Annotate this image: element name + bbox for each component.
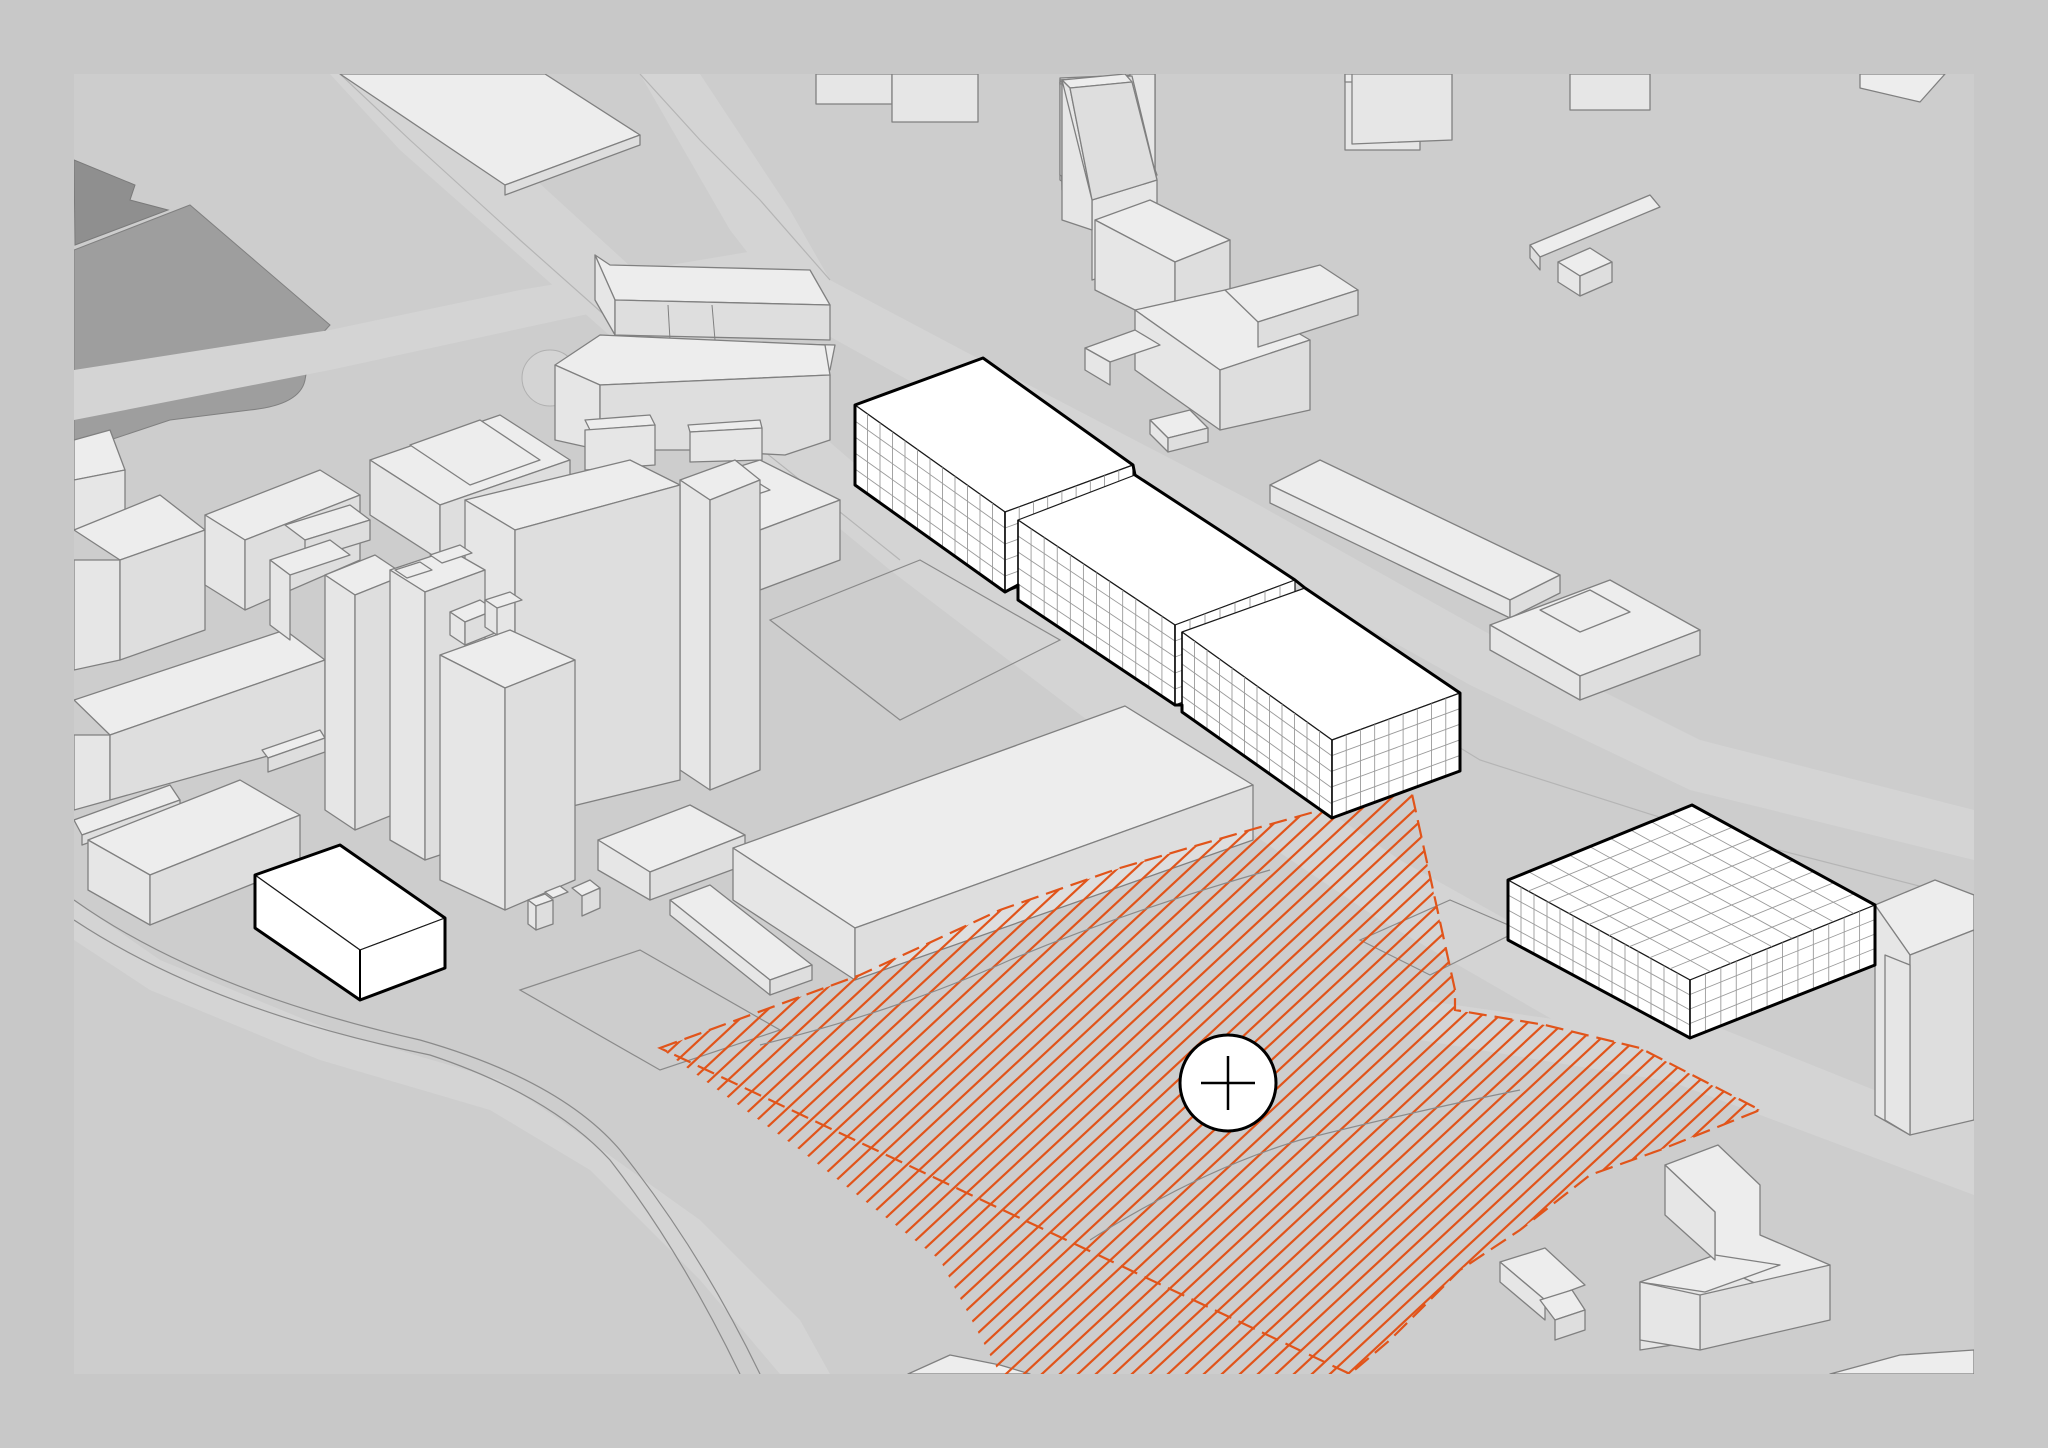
highlighted-building-right-block	[1506, 803, 1877, 1040]
grid-line	[1548, 862, 1732, 964]
context-building-left-mid-small	[269, 504, 371, 641]
context-building-left-bottom	[87, 779, 301, 926]
hatch-line	[2022, 749, 2048, 1400]
grid-line	[1671, 812, 1854, 914]
facade-grid	[1181, 641, 1461, 813]
hatch-line	[1265, 785, 1760, 1374]
chain-outline	[853, 356, 1462, 820]
grid-line	[1630, 829, 1813, 931]
grid-line	[1589, 846, 1772, 948]
context-building-left-2	[74, 494, 206, 671]
grid-line	[1689, 919, 1876, 995]
grid-line	[1689, 948, 1876, 1024]
hatch-line	[1968, 749, 2048, 1400]
grid-line	[1569, 854, 1752, 956]
grid-line	[1331, 723, 1461, 772]
grid-line	[1017, 535, 1176, 642]
context-building-bottom-edge	[907, 1349, 1974, 1374]
context-building-tower-c	[439, 591, 576, 911]
hatch-line	[1247, 785, 1760, 1374]
grid-line	[1650, 821, 1834, 923]
hatch-line	[1283, 785, 1760, 1374]
context-building-right-tower	[1874, 879, 1974, 1136]
roof-grid	[1528, 812, 1854, 973]
hatch-line	[2040, 749, 2048, 1400]
grid-line	[1669, 893, 1854, 970]
facade-grid	[1507, 887, 1876, 1033]
hatch-line	[1319, 785, 1760, 1374]
grid-line	[1548, 826, 1733, 903]
context-building-top-left-slab	[339, 74, 641, 196]
grid-line	[1568, 837, 1753, 914]
grid-line	[1017, 551, 1176, 658]
grid-line	[1507, 924, 1691, 1026]
context-building-top-small-1	[815, 74, 979, 123]
context-building-small-cubes-left	[527, 879, 601, 931]
context-building-courtyard-lower	[554, 334, 831, 471]
grid-line	[1528, 815, 1713, 892]
grid-line	[854, 452, 1006, 561]
footpath-curve	[74, 899, 761, 1374]
grid-line	[1017, 583, 1176, 690]
grid-line	[1610, 837, 1793, 939]
hatch-line	[1301, 785, 1760, 1374]
grid-line	[1608, 860, 1794, 936]
site-marker	[1178, 1033, 1278, 1133]
hatch-line	[1211, 785, 1760, 1374]
context-building-tall-upper-center-2	[1061, 79, 1093, 231]
grid-line	[1331, 754, 1461, 803]
grid-line	[1507, 909, 1691, 1011]
grid-line	[1181, 679, 1333, 789]
parcel-outline-2	[768, 559, 1062, 721]
green-area	[74, 159, 170, 246]
context-building-long-right	[1269, 459, 1561, 619]
upper-road	[640, 74, 1974, 860]
footpath-curve-2	[74, 919, 741, 1374]
grid-line	[1331, 739, 1461, 788]
context-building-top-far-right	[1859, 74, 1946, 103]
grid-line	[1629, 871, 1814, 948]
right-road	[1420, 1000, 1974, 1160]
hatch-line	[2004, 749, 2048, 1400]
map-content	[74, 74, 2048, 1400]
context-building-mid-tower	[679, 459, 761, 791]
grid-line	[1588, 849, 1774, 925]
site-area-outline	[657, 783, 1763, 1374]
grid-line	[1181, 695, 1333, 805]
grid-line	[854, 420, 1006, 529]
context-building-small-cubes-right	[1557, 247, 1613, 297]
grid-line	[1017, 567, 1176, 674]
hatch-line	[1229, 785, 1760, 1374]
grid-line	[1181, 663, 1333, 773]
hatch-line	[1193, 785, 1760, 1374]
hatch-line	[1986, 749, 2048, 1400]
highlighted-building-chain-3	[1181, 587, 1461, 819]
lower-road	[74, 900, 830, 1374]
parcel-outline-1	[518, 949, 782, 1071]
site-contour-2	[1089, 1089, 1521, 1241]
context-building-linear-right	[1529, 194, 1661, 271]
grid-line	[1689, 933, 1876, 1010]
context-building-bottom-small	[1499, 1247, 1586, 1341]
grid-line	[854, 436, 1006, 545]
context-building-right-annex	[1489, 579, 1701, 701]
grid-line	[1649, 882, 1834, 959]
road-edge-2	[639, 74, 831, 281]
grid-line	[1331, 708, 1461, 757]
grid-line	[854, 468, 1006, 577]
context-building-long-low-center	[669, 884, 813, 996]
grid-line	[1507, 894, 1691, 996]
site-contour-1	[759, 869, 1271, 1046]
context-building-l-shaped	[1639, 1144, 1831, 1351]
highlighted-building-small	[253, 843, 447, 1002]
grid-line	[1181, 647, 1333, 757]
grid-line	[1528, 871, 1711, 973]
